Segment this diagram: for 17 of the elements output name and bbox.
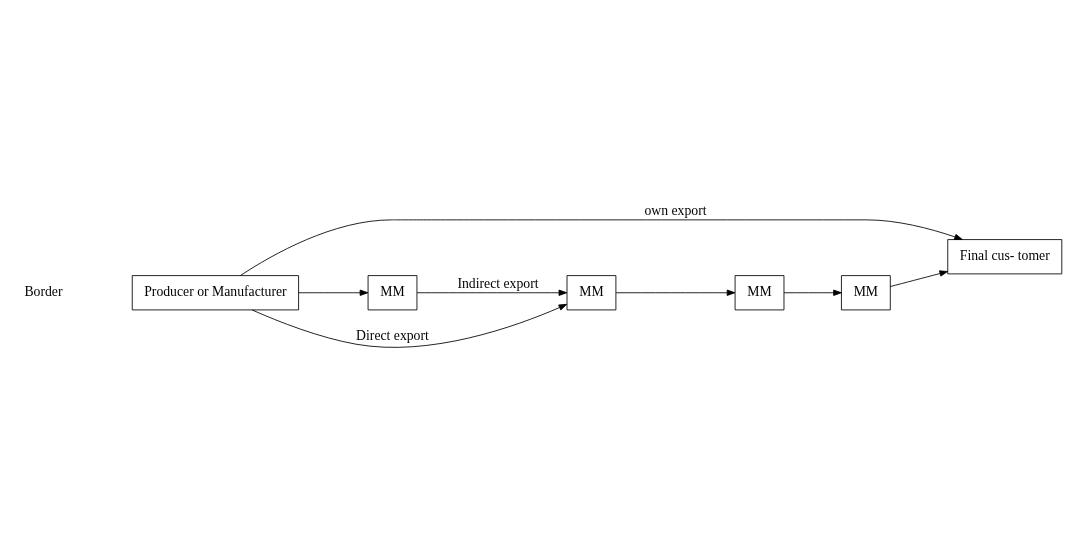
arrow bbox=[240, 219, 963, 276]
arrow bbox=[615, 289, 736, 296]
arrow bbox=[298, 289, 369, 296]
arrow bbox=[251, 303, 568, 348]
edge-label: Indirect export bbox=[457, 276, 539, 292]
node-box: MM bbox=[566, 275, 617, 311]
label: Border bbox=[24, 284, 63, 300]
node-box: MM bbox=[367, 275, 418, 311]
node-box: Final cus- tomer bbox=[947, 239, 1063, 275]
node-box: MM bbox=[841, 275, 891, 311]
node-box: Producer or Manufacturer bbox=[131, 275, 300, 311]
arrow bbox=[416, 289, 568, 296]
arrow bbox=[783, 289, 842, 296]
edge-label: Direct export bbox=[356, 327, 429, 343]
edge-label: own export bbox=[644, 203, 707, 219]
node-box: MM bbox=[734, 275, 785, 311]
arrow bbox=[889, 270, 949, 287]
